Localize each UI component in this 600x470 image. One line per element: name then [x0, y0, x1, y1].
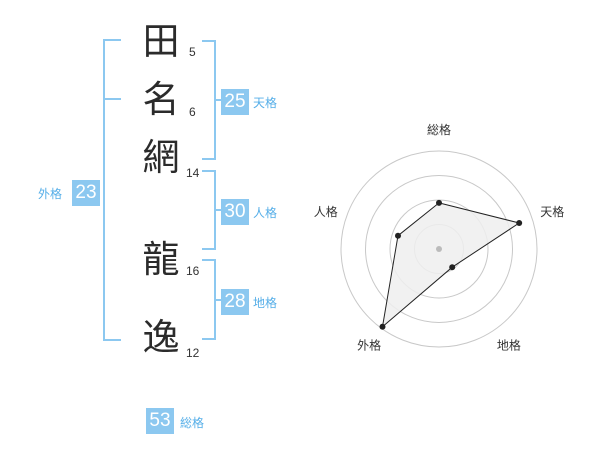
stroke-count-1: 5 [189, 45, 196, 59]
gaikaku-label: 外格 [38, 187, 63, 201]
tenkaku-value: 25 [221, 89, 249, 115]
radar-point-5 [395, 232, 401, 239]
radar-axis-label-4: 外格 [357, 337, 381, 352]
gaikaku-value: 23 [72, 180, 100, 206]
jinkaku-label: 人格 [253, 206, 278, 220]
radar-axis-label-1: 総格 [427, 122, 451, 137]
soukaku-value: 53 [146, 408, 174, 434]
soukaku-label: 総格 [180, 416, 205, 430]
stroke-count-2: 6 [189, 105, 196, 119]
stroke-count-3: 14 [186, 166, 200, 180]
jinkaku-bracket-tick [215, 209, 221, 211]
stroke-count-5: 12 [186, 346, 200, 360]
stroke-count-4: 16 [186, 264, 200, 278]
tenkaku-label: 天格 [253, 96, 278, 110]
name-char-5: 逸 [142, 316, 180, 359]
chikaku-label: 地格 [253, 296, 278, 310]
name-char-2: 名 [142, 78, 180, 121]
chikaku-bracket-tick [215, 299, 221, 301]
name-char-3: 網 [142, 136, 180, 179]
gaikaku-bracket [103, 39, 121, 341]
radar-point-1 [436, 199, 442, 206]
gaikaku-bracket-divider [103, 98, 121, 100]
radar-point-4 [379, 323, 386, 330]
radar-point-3 [449, 264, 456, 271]
name-char-1: 田 [142, 20, 180, 63]
radar-center-dot [436, 246, 442, 252]
chikaku-value: 28 [221, 289, 249, 315]
radar-axis-label-3: 地格 [497, 337, 521, 352]
radar-ring-4 [340, 150, 538, 348]
name-char-4: 龍 [142, 238, 180, 281]
radar-axis-label-5: 人格 [314, 204, 338, 219]
jinkaku-value: 30 [221, 199, 249, 225]
radar-ring-3 [365, 175, 513, 323]
tenkaku-bracket-tick [215, 99, 221, 101]
radar-axis-label-2: 天格 [540, 204, 564, 219]
radar-point-2 [516, 220, 523, 226]
